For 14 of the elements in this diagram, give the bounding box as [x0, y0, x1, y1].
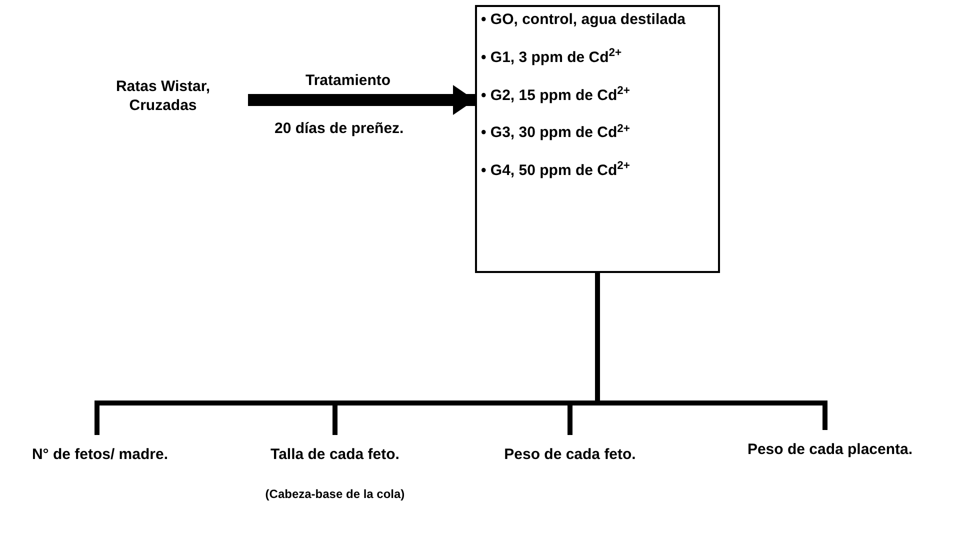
node-text: N° de fetos/ madre.	[32, 446, 168, 464]
duration-label: 20 días de preñez.	[274, 119, 404, 139]
group-list-box	[475, 5, 720, 273]
group-item: • G1, 3 ppm de Cd$^{2+}$	[481, 48, 623, 68]
group-item: • G2, 15 ppm de Cd$^{2+}$	[481, 86, 631, 106]
node-text: Ratas Wistar, Cruzadas	[114, 78, 212, 116]
node-text: Peso de cada placenta.	[747, 440, 913, 460]
group-item: • G4, 50 ppm de Cd$^{2+}$	[481, 162, 631, 181]
group-item: • G3, 30 ppm de Cd$^{2+}$	[481, 124, 631, 143]
node-text: Talla de cada feto.	[270, 446, 400, 464]
group-item: • GO, control, agua destilada	[481, 11, 686, 30]
node-note: (Cabeza-base de la cola)	[264, 487, 406, 502]
arrow	[248, 85, 475, 115]
node-text: Peso de cada feto.	[504, 446, 636, 464]
